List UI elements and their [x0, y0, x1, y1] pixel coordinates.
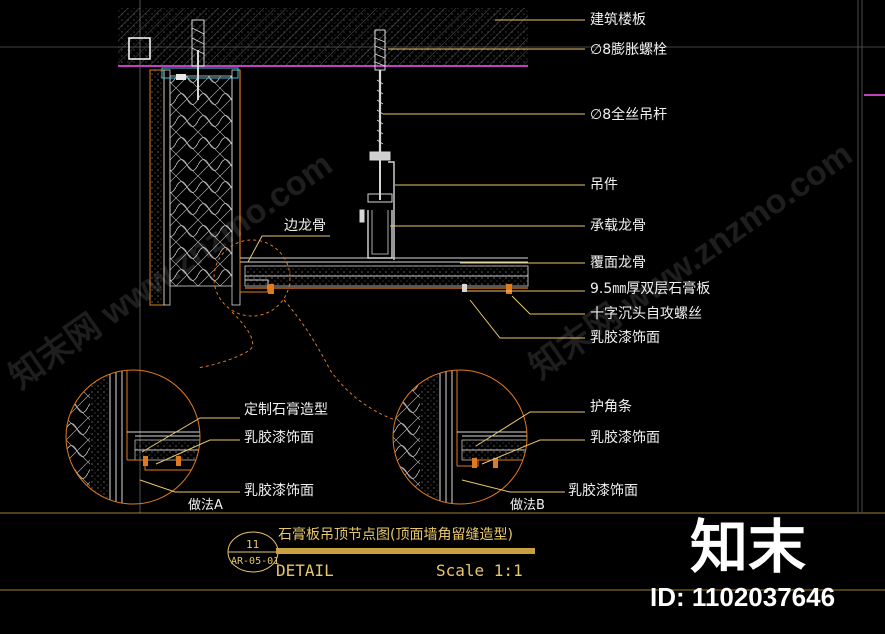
callout-link-a	[197, 311, 254, 369]
label-latex-paint-b2: 乳胶漆饰面	[568, 483, 638, 499]
svg-text:知末网 www.znzmo.com: 知末网 www.znzmo.com	[523, 135, 859, 386]
ceiling-boards	[239, 257, 529, 294]
label-latex-paint-a1: 乳胶漆饰面	[244, 430, 314, 446]
title-block	[227, 531, 535, 573]
label-method-b: 做法B	[510, 498, 545, 513]
label-gypsum-board: 9.5㎜厚双层石膏板	[590, 281, 711, 297]
scale-label: Scale 1:1	[436, 561, 523, 580]
label-custom-gypsum: 定制石膏造型	[244, 402, 328, 418]
detail-number: 11	[246, 538, 260, 551]
label-latex-paint: 乳胶漆饰面	[590, 330, 660, 346]
callout-circle	[213, 239, 291, 317]
detail-circle-b	[392, 369, 528, 505]
detail-label: DETAIL	[276, 561, 334, 580]
watermark-id: ID: 1102037646	[650, 582, 836, 612]
detail-circle-a	[65, 369, 201, 505]
wall-section	[149, 19, 241, 306]
sheet-number: AR-05-01	[231, 556, 280, 567]
label-latex-paint-a2: 乳胶漆饰面	[244, 483, 314, 499]
leader-lines	[139, 19, 585, 493]
label-hanger: 吊件	[590, 177, 618, 193]
drawing-title: 石膏板吊顶节点图(顶面墙角留缝造型)	[278, 527, 513, 543]
label-latex-paint-b1: 乳胶漆饰面	[590, 430, 660, 446]
label-main-keel: 承载龙骨	[590, 218, 646, 234]
label-screws: 十字沉头自攻螺丝	[590, 306, 702, 322]
floor-slab	[118, 8, 885, 96]
label-floor-slab: 建筑楼板	[590, 12, 646, 28]
callout-link-b	[283, 299, 396, 421]
label-expansion-bolt: ∅8膨胀螺栓	[590, 42, 668, 58]
cad-pickbox	[128, 37, 151, 60]
watermark-brand: 知末	[690, 515, 807, 580]
label-corner-bead: 护角条	[590, 399, 632, 415]
label-edge-keel: 边龙骨	[284, 218, 326, 234]
label-method-a: 做法A	[188, 498, 223, 513]
label-cover-keel: 覆面龙骨	[590, 255, 646, 271]
label-threaded-rod: ∅8全丝吊杆	[590, 107, 668, 123]
